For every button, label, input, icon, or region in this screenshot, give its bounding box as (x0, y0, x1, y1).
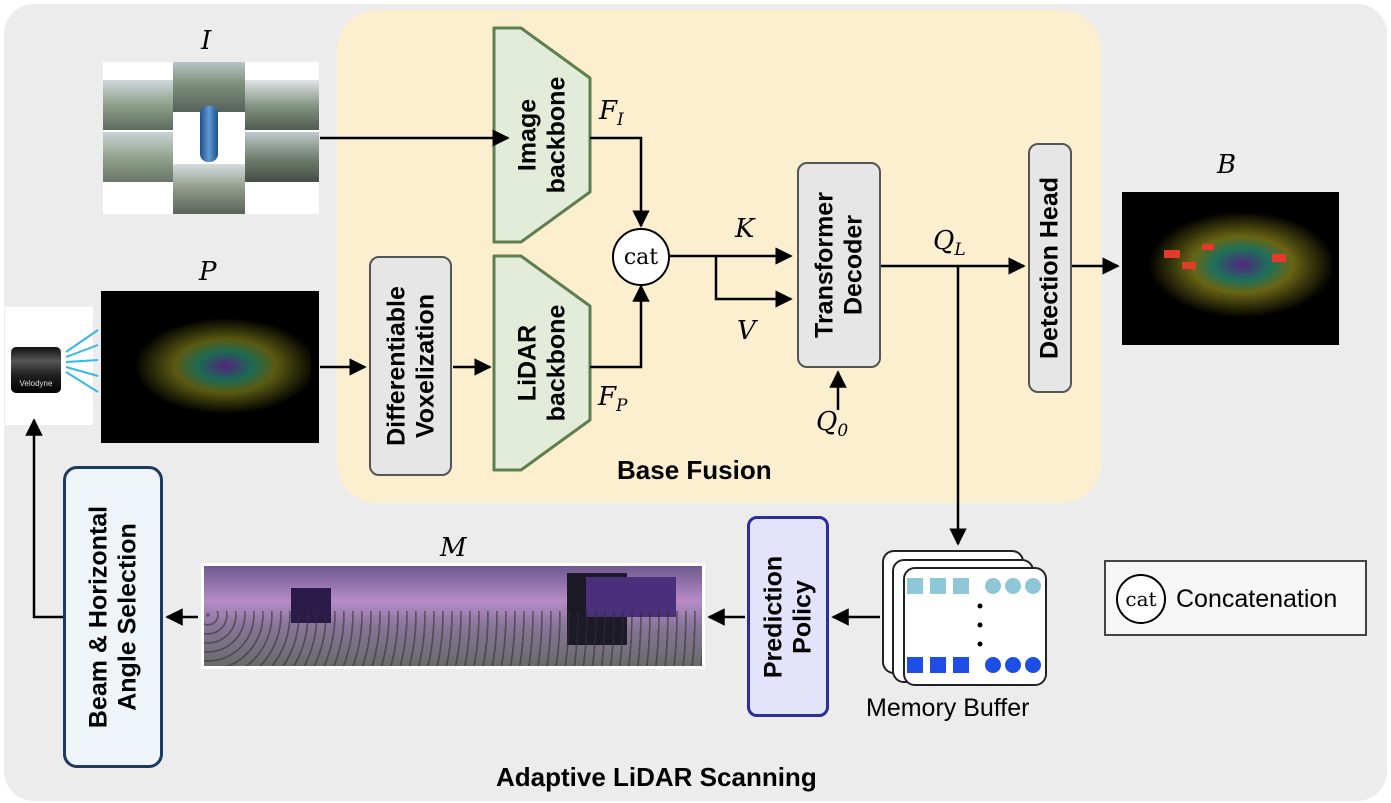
symbol-ql: QL (933, 226, 966, 260)
symbol-mask: M (440, 533, 467, 563)
arrow-fi-to-cat (590, 136, 650, 228)
memory-ellipsis (977, 603, 983, 647)
memory-buffer-label: Memory Buffer (866, 694, 1030, 722)
symbol-boxes: B (1217, 150, 1237, 180)
ql-main: Q (933, 226, 955, 256)
symbol-points: P (199, 257, 217, 287)
lidar-point-cloud (101, 291, 319, 443)
image-backbone-line2: backbone (542, 76, 570, 194)
lidar-backbone-line1: LiDAR (513, 324, 542, 402)
legend-concat-symbol: cat (1116, 574, 1166, 624)
symbol-images: I (201, 26, 212, 56)
velodyne-sensor-icon (11, 347, 61, 393)
lidar-backbone-line2: backbone (542, 304, 570, 422)
fp-main: F (598, 382, 617, 412)
lidar-sensor-panel: Velodyne (5, 307, 93, 425)
legend-label: Concatenation (1176, 585, 1338, 613)
memory-row-top (907, 578, 1041, 594)
image-backbone-line1: Image (513, 98, 542, 172)
arrow-value (714, 256, 793, 308)
fp-sub: P (616, 396, 628, 417)
symbol-q0: Q0 (816, 407, 848, 441)
lidar-backbone-block (492, 254, 592, 472)
ql-sub: L (954, 240, 966, 261)
camera-images (103, 62, 319, 214)
concat-node-label: cat (623, 244, 659, 270)
arrow-fp-to-cat (590, 284, 650, 369)
symbol-fi: FI (599, 96, 624, 130)
sensor-brand-label: Velodyne (19, 379, 53, 388)
image-backbone-block (492, 26, 592, 244)
sensor-beams (65, 329, 99, 393)
q0-main: Q (816, 407, 838, 437)
arrow-beam-to-sensor (25, 418, 63, 619)
memory-row-bottom (907, 657, 1041, 673)
legend-symbol-label: cat (1125, 587, 1157, 611)
symbol-fp: FP (598, 382, 628, 416)
scanning-mask (201, 563, 705, 669)
detection-head-block: Detection Head (1028, 143, 1072, 393)
adaptive-scanning-title: Adaptive LiDAR Scanning (496, 762, 817, 792)
symbol-key: K (735, 214, 755, 244)
fi-main: F (599, 96, 618, 126)
base-fusion-title: Base Fusion (617, 455, 772, 485)
symbol-value: V (737, 316, 756, 346)
fi-sub: I (617, 110, 624, 131)
detection-output (1122, 192, 1339, 345)
concat-node: cat (612, 228, 670, 286)
legend: cat Concatenation (1104, 560, 1367, 636)
q0-sub: 0 (837, 421, 849, 442)
